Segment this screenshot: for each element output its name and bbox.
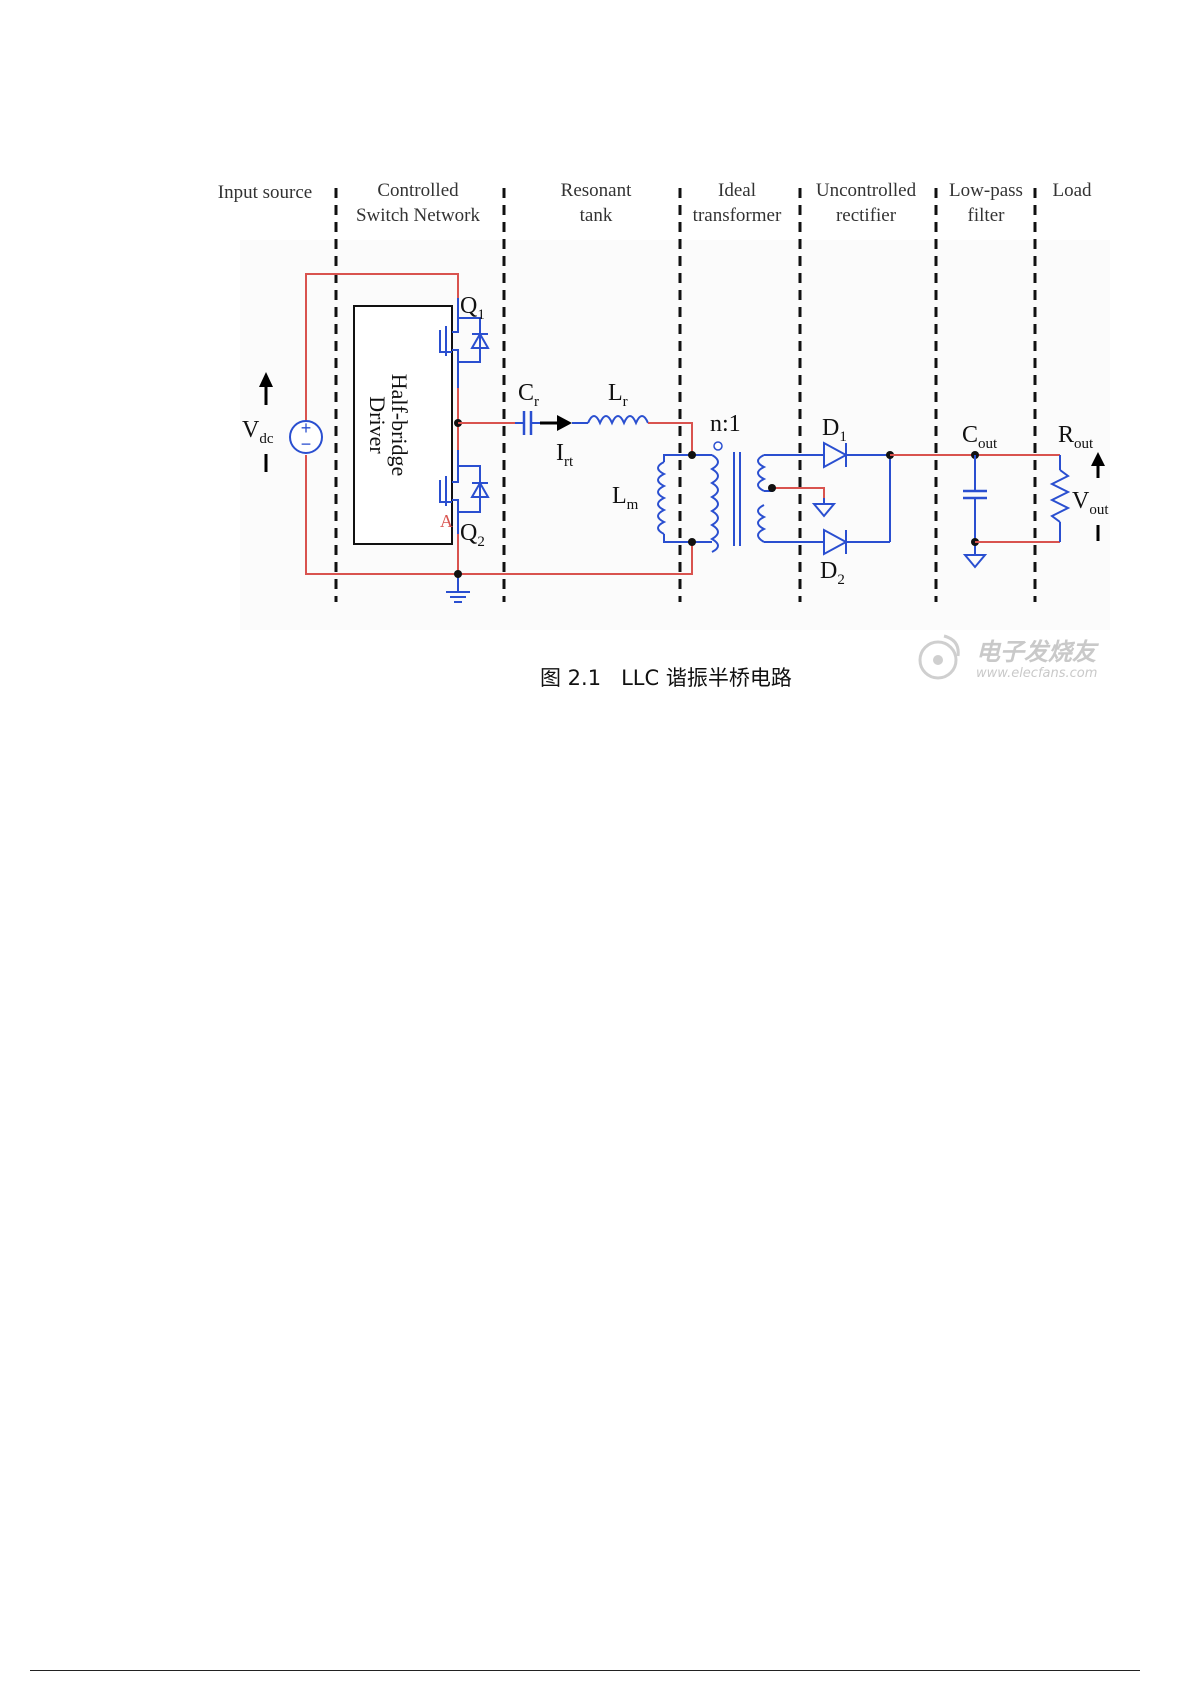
page-bottom-rule bbox=[30, 1670, 1140, 1671]
section-tank: tank bbox=[580, 205, 613, 226]
node-a-label: A bbox=[440, 511, 453, 531]
section-ideal: Ideal bbox=[718, 180, 756, 201]
watermark-url: www.elecfans.com bbox=[976, 666, 1097, 681]
circuit-diagram: Input source Controlled Switch Network R… bbox=[0, 0, 1192, 720]
section-resonant: Resonant bbox=[561, 180, 632, 201]
section-controlled: Controlled bbox=[377, 180, 459, 201]
section-filter: filter bbox=[968, 205, 1006, 226]
turns-ratio-label: n:1 bbox=[710, 411, 741, 437]
section-uncontrolled: Uncontrolled bbox=[816, 180, 917, 201]
section-switch-network: Switch Network bbox=[356, 205, 481, 226]
node-tr-bottom bbox=[688, 538, 696, 546]
figure-caption: 图 2.1 LLC 谐振半桥电路 bbox=[540, 662, 792, 692]
svg-text:−: − bbox=[301, 434, 312, 454]
llc-circuit-figure: Input source Controlled Switch Network R… bbox=[0, 0, 1192, 720]
section-low-pass: Low-pass bbox=[949, 180, 1023, 201]
watermark-text: 电子发烧友 bbox=[976, 632, 1096, 667]
section-rectifier: rectifier bbox=[836, 205, 897, 226]
node-center-tap bbox=[768, 484, 776, 492]
watermark: 电子发烧友 www.elecfans.com bbox=[914, 628, 1134, 688]
section-load: Load bbox=[1052, 180, 1092, 201]
watermark-logo-icon bbox=[914, 628, 970, 684]
driver-label-line2: Driver bbox=[365, 396, 390, 454]
section-input-source: Input source bbox=[218, 182, 312, 203]
node-ground bbox=[454, 570, 462, 578]
section-transformer: transformer bbox=[693, 205, 782, 226]
node-tr-top bbox=[688, 451, 696, 459]
